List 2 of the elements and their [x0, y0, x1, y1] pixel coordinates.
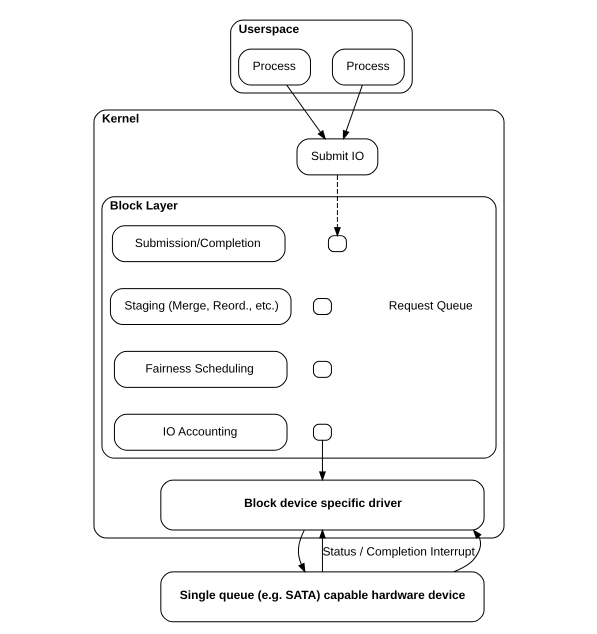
edge-label: Status / Completion Interrupt — [322, 544, 474, 559]
label: Request Queue — [388, 298, 472, 313]
